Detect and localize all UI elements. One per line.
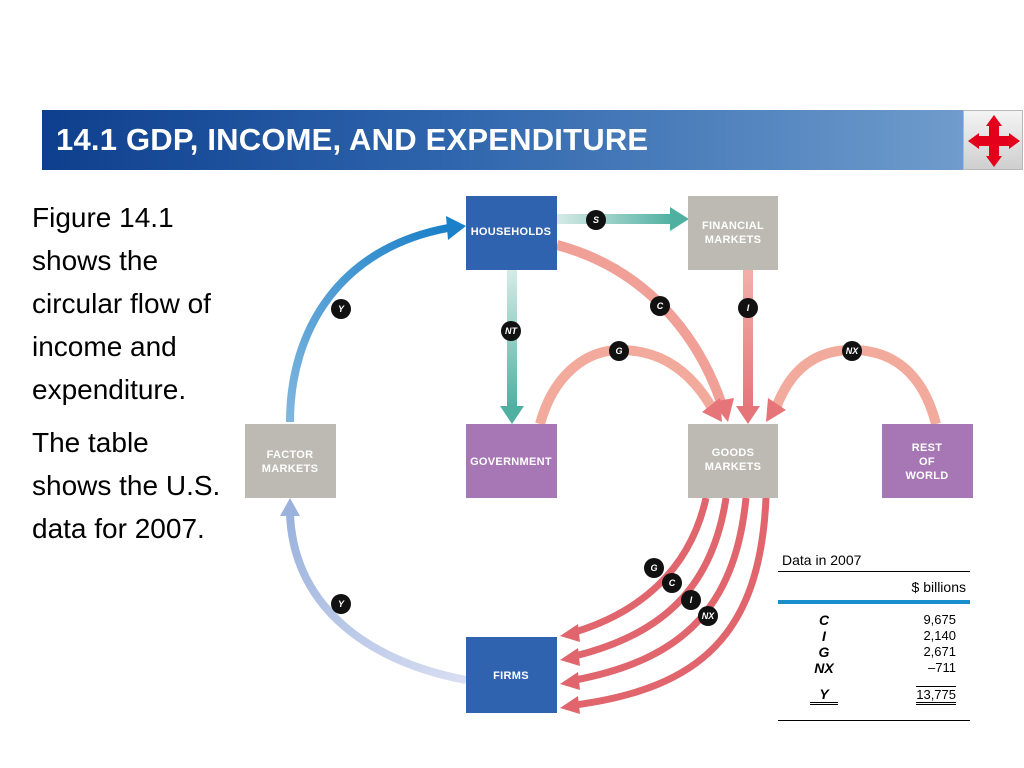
factor-markets-box bbox=[245, 424, 336, 498]
badge-income-bottom-text: Y bbox=[338, 599, 345, 609]
income-flow-bottom-arrowhead bbox=[280, 498, 300, 516]
badge-savings-text: S bbox=[593, 215, 599, 225]
table-row-value: 9,675 bbox=[923, 612, 956, 627]
table-title: Data in 2007 bbox=[782, 552, 862, 568]
badge-savings: S bbox=[586, 210, 606, 230]
table-row-value: 2,140 bbox=[923, 628, 956, 643]
move-arrows-button[interactable] bbox=[963, 110, 1023, 170]
table-row: NX –711 bbox=[778, 660, 970, 676]
rest-of-world-label-1: REST bbox=[912, 442, 943, 454]
households-label: HOUSEHOLDS bbox=[471, 226, 552, 238]
badge-firms-i: I bbox=[681, 590, 701, 610]
badge-firms-nx-text: NX bbox=[702, 611, 715, 621]
net-exports-flow bbox=[771, 344, 941, 426]
government-flow bbox=[535, 344, 717, 426]
net-taxes-flow-arrowhead bbox=[500, 406, 524, 424]
savings-flow-arrowhead bbox=[670, 207, 689, 231]
slide-title: 14.1 GDP, INCOME, AND EXPENDITURE bbox=[56, 122, 649, 157]
table-row-value: 2,671 bbox=[923, 644, 956, 659]
rest-of-world-label-3: WORLD bbox=[905, 470, 948, 482]
table-header-rule bbox=[778, 600, 970, 604]
table-unit: $ billions bbox=[911, 579, 966, 595]
badge-government-text: G bbox=[615, 346, 622, 356]
income-flow-bottom bbox=[286, 511, 467, 684]
body-text: Figure 14.1 shows the circular flow of i… bbox=[32, 196, 232, 560]
savings-flow bbox=[557, 214, 673, 224]
table-bottom-rule bbox=[778, 720, 970, 721]
paragraph-table: The table shows the U.S. data for 2007. bbox=[32, 427, 221, 544]
badge-firms-c-text: C bbox=[669, 578, 676, 588]
firms-flow-nx bbox=[574, 497, 770, 709]
firms-flow-c-arrowhead bbox=[560, 648, 580, 666]
government-flow-arrowhead bbox=[702, 398, 722, 422]
firms-flow-g-arrowhead bbox=[560, 624, 580, 642]
table-total-symbol: Y bbox=[810, 686, 838, 705]
badge-firms-nx: NX bbox=[698, 606, 718, 626]
badge-net-exports-text: NX bbox=[846, 346, 859, 356]
table-row: G 2,671 bbox=[778, 644, 970, 660]
badge-consumption: C bbox=[650, 296, 670, 316]
badge-net-exports: NX bbox=[842, 341, 862, 361]
badge-net-taxes: NT bbox=[501, 321, 521, 341]
table-row-symbol: G bbox=[818, 644, 830, 660]
badge-investment-text: I bbox=[747, 303, 750, 313]
financial-markets-box bbox=[688, 196, 778, 270]
goods-markets-label-2: MARKETS bbox=[705, 461, 762, 473]
financial-markets-label-1: FINANCIAL bbox=[702, 220, 764, 232]
badge-firms-g-text: G bbox=[650, 563, 657, 573]
table-total-row: Y 13,775 bbox=[778, 686, 970, 705]
table-row-symbol: I bbox=[822, 628, 826, 644]
move-arrows-icon bbox=[968, 115, 1020, 167]
table-total-value: 13,775 bbox=[916, 686, 956, 705]
badge-firms-i-text: I bbox=[690, 595, 693, 605]
firms-flow-nx-arrowhead bbox=[560, 696, 580, 714]
factor-markets-label-1: FACTOR bbox=[267, 449, 314, 461]
government-box bbox=[466, 424, 557, 498]
badge-investment: I bbox=[738, 298, 758, 318]
investment-flow bbox=[743, 270, 753, 408]
table-row: I 2,140 bbox=[778, 628, 970, 644]
income-flow-top-arrowhead bbox=[446, 216, 466, 240]
firms-flow-i-arrowhead bbox=[560, 672, 580, 690]
firms-label: FIRMS bbox=[493, 670, 529, 682]
rest-of-world-box bbox=[882, 424, 973, 498]
firms-flow-i bbox=[574, 497, 750, 684]
table-row-value: –711 bbox=[928, 660, 956, 675]
paragraph-figure: Figure 14.1 shows the circular flow of i… bbox=[32, 202, 211, 405]
table-row: C 9,675 bbox=[778, 612, 970, 628]
badge-income-bottom: Y bbox=[331, 594, 351, 614]
government-label: GOVERNMENT bbox=[470, 456, 552, 468]
title-bar: 14.1 GDP, INCOME, AND EXPENDITURE bbox=[42, 110, 964, 170]
investment-flow-arrowhead bbox=[736, 406, 760, 424]
goods-markets-box bbox=[688, 424, 778, 498]
table-row-symbol: NX bbox=[814, 660, 834, 676]
badge-income-top: Y bbox=[331, 299, 351, 319]
badge-firms-c: C bbox=[662, 573, 682, 593]
firms-flow-c bbox=[574, 497, 730, 660]
badge-firms-g: G bbox=[644, 558, 664, 578]
firms-flow-g bbox=[573, 497, 710, 636]
financial-markets-label-2: MARKETS bbox=[705, 234, 762, 246]
rest-of-world-label-2: OF bbox=[919, 456, 935, 468]
table-top-rule bbox=[778, 571, 970, 572]
badge-consumption-text: C bbox=[657, 301, 664, 311]
badge-net-taxes-text: NT bbox=[505, 326, 518, 336]
table-row-symbol: C bbox=[818, 612, 830, 628]
goods-markets-label-1: GOODS bbox=[712, 447, 754, 459]
badge-government: G bbox=[609, 341, 629, 361]
factor-markets-label-2: MARKETS bbox=[262, 463, 319, 475]
badge-income-top-text: Y bbox=[338, 304, 345, 314]
income-flow-top bbox=[286, 224, 449, 423]
households-box bbox=[466, 196, 557, 270]
data-table: Data in 2007 $ billions C 9,675 I 2,140 … bbox=[778, 548, 972, 724]
firms-box bbox=[466, 637, 557, 713]
net-exports-flow-arrowhead bbox=[766, 398, 786, 422]
